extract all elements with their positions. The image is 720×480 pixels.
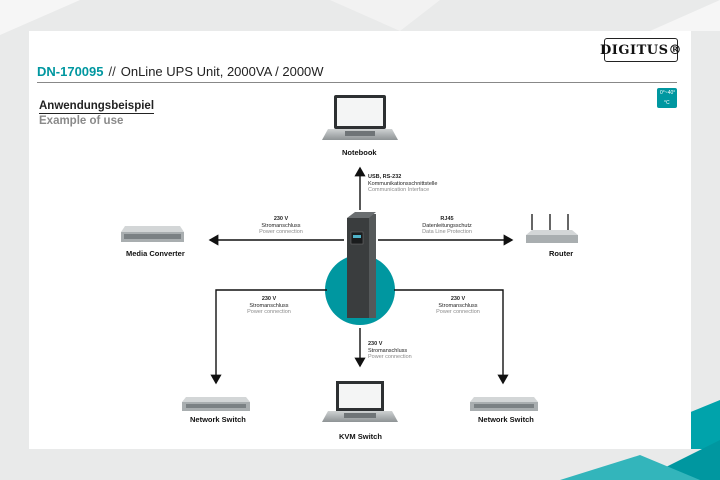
note-top-line2: Kommunikationsschnittstelle <box>368 180 438 187</box>
ups-unit-icon <box>347 212 376 318</box>
section-title-de: Anwendungsbeispiel <box>39 100 155 114</box>
note-lower-left-line3: Power connection <box>247 309 291 315</box>
kvm-switch-icon <box>322 381 398 422</box>
router-icon <box>526 214 578 243</box>
connection-note-bottom: 230 V Stromanschluss Power connection <box>368 341 412 361</box>
badge-top-text: 0°~40° <box>660 90 676 96</box>
notebook-label: Notebook <box>342 148 377 157</box>
network-switch-left-label: Network Switch <box>190 415 246 424</box>
note-lower-left-line2: Stromanschluss <box>249 302 289 309</box>
header-separator: // <box>108 64 116 79</box>
note-left-line1: 230 V <box>273 216 289 222</box>
network-switch-right-icon <box>470 397 538 411</box>
connection-note-lower-right: 230 V Stromanschluss Power connection <box>421 296 495 316</box>
note-right-line1: RJ45 <box>440 216 454 222</box>
note-lower-right-line3: Power connection <box>436 309 480 315</box>
note-right-line2: Datenleitungsschutz <box>422 222 472 229</box>
media-converter-icon <box>121 226 184 242</box>
connection-note-top: USB, RS-232 Kommunikationsschnittstelle … <box>368 174 437 194</box>
note-lower-right-line2: Stromanschluss <box>438 302 478 309</box>
model-number: DN-170095 <box>37 64 104 79</box>
connection-note-right: RJ45 Datenleitungsschutz Data Line Prote… <box>410 216 484 236</box>
note-bottom-line2: Stromanschluss <box>368 347 408 354</box>
badge-bottom-text: °C <box>664 100 670 106</box>
note-right-line3: Data Line Protection <box>422 229 472 235</box>
product-header: DN-170095 // OnLine UPS Unit, 2000VA / 200… <box>37 64 324 79</box>
section-title-en: Example of use <box>39 115 124 127</box>
arrow-to-network-switch-left <box>210 289 327 385</box>
media-converter-label: Media Converter <box>126 249 185 258</box>
digitus-logo: DIGITUS® <box>600 38 681 62</box>
header-rule <box>37 82 677 83</box>
note-top-line1: USB, RS-232 <box>368 174 402 180</box>
note-lower-right-line1: 230 V <box>450 296 466 302</box>
note-bottom-line3: Power connection <box>368 354 412 360</box>
temperature-badge-icon: 0°~40° °C <box>657 88 677 108</box>
notebook-icon <box>322 95 398 140</box>
network-switch-left-icon <box>182 397 250 411</box>
note-bottom-line1: 230 V <box>368 341 383 347</box>
router-label: Router <box>549 249 574 258</box>
product-description: OnLine UPS Unit, 2000VA / 2000W <box>120 64 324 79</box>
connection-note-lower-left: 230 V Stromanschluss Power connection <box>232 296 306 316</box>
connection-note-left: 230 V Stromanschluss Power connection <box>244 216 318 236</box>
arrow-to-network-switch-right <box>394 289 509 385</box>
kvm-switch-label: KVM Switch <box>339 432 382 441</box>
note-left-line2: Stromanschluss <box>261 222 301 229</box>
note-top-line3: Communication Interface <box>368 187 430 193</box>
note-left-line3: Power connection <box>259 229 303 235</box>
network-switch-right-label: Network Switch <box>478 415 534 424</box>
note-lower-left-line1: 230 V <box>261 296 277 302</box>
